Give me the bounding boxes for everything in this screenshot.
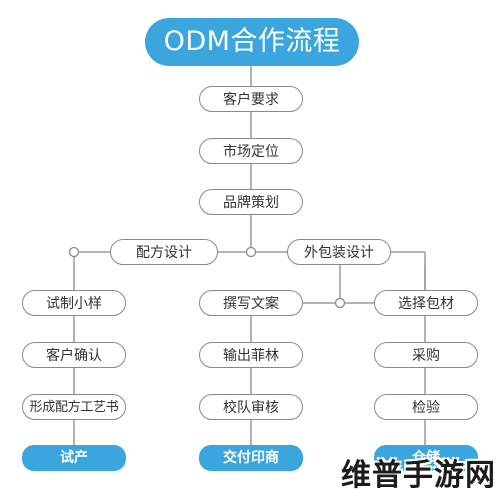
step-procurement: 采购 (374, 342, 478, 368)
step-customer-confirm: 客户确认 (22, 342, 126, 368)
junction-dot-center (245, 246, 257, 258)
step-proof-review: 校队审核 (199, 394, 303, 420)
step-inspection: 检验 (374, 394, 478, 420)
site-watermark: 维普手游网 (341, 458, 496, 493)
step-trial-sample: 试制小样 (22, 290, 126, 316)
step-formula-process-doc: 形成配方工艺书 (22, 394, 126, 420)
branch-packaging-design: 外包装设计 (287, 239, 391, 265)
step-output-film: 输出菲林 (199, 342, 303, 368)
step-brand-planning: 品牌策划 (199, 189, 303, 215)
junction-dot-right (334, 297, 346, 309)
final-trial-production: 试产 (22, 445, 126, 471)
branch-formula-design: 配方设计 (110, 239, 218, 265)
step-select-packaging: 选择包材 (374, 290, 478, 316)
final-warehousing: 仓储 (374, 445, 478, 471)
diagram-title: ODM合作流程 (145, 18, 359, 66)
step-write-copy: 撰写文案 (199, 290, 303, 316)
step-customer-requirements: 客户要求 (199, 86, 303, 112)
step-market-positioning: 市场定位 (199, 138, 303, 164)
final-deliver-printer: 交付印商 (199, 445, 303, 471)
junction-dot-left (68, 246, 80, 258)
